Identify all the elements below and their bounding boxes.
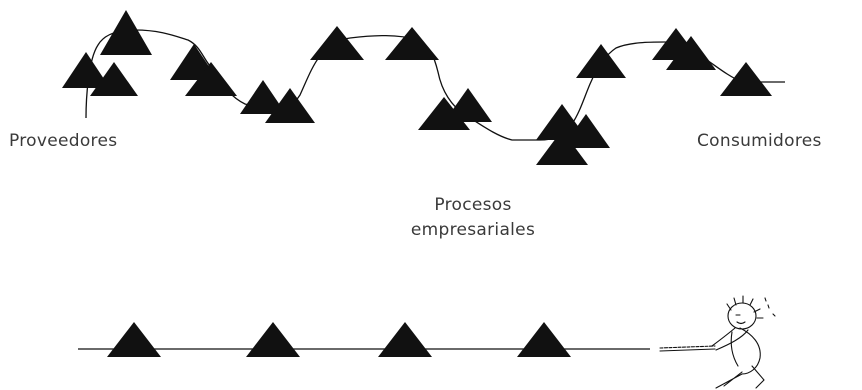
process-triangle-icon xyxy=(720,62,772,96)
business-processes-label-line2: empresariales xyxy=(410,220,536,240)
process-triangle-icon xyxy=(378,322,432,357)
process-triangle-icon xyxy=(265,88,315,123)
person-pulling-rope-icon xyxy=(659,295,776,389)
process-triangle-icon xyxy=(90,62,138,96)
consumers-label: Consumidores xyxy=(697,131,822,151)
process-triangle-icon xyxy=(246,322,300,357)
process-triangle-icon xyxy=(107,322,161,357)
process-triangle-icon xyxy=(240,80,286,114)
suppliers-label: Proveedores xyxy=(9,131,118,151)
business-processes-label: Procesos empresariales xyxy=(383,193,563,243)
process-triangle-icon xyxy=(385,27,439,60)
process-triangle-icon xyxy=(185,62,237,96)
process-triangle-icon xyxy=(576,44,626,78)
process-triangle-icon xyxy=(536,130,588,165)
process-triangle-icon xyxy=(562,114,610,148)
process-triangle-icon xyxy=(100,10,152,55)
process-triangle-icon xyxy=(666,36,716,70)
process-triangle-icon xyxy=(444,88,492,122)
business-processes-label-line1: Procesos xyxy=(434,195,512,215)
process-triangle-icon xyxy=(62,52,110,88)
process-triangle-icon xyxy=(517,322,571,357)
process-triangle-icon xyxy=(310,26,364,60)
